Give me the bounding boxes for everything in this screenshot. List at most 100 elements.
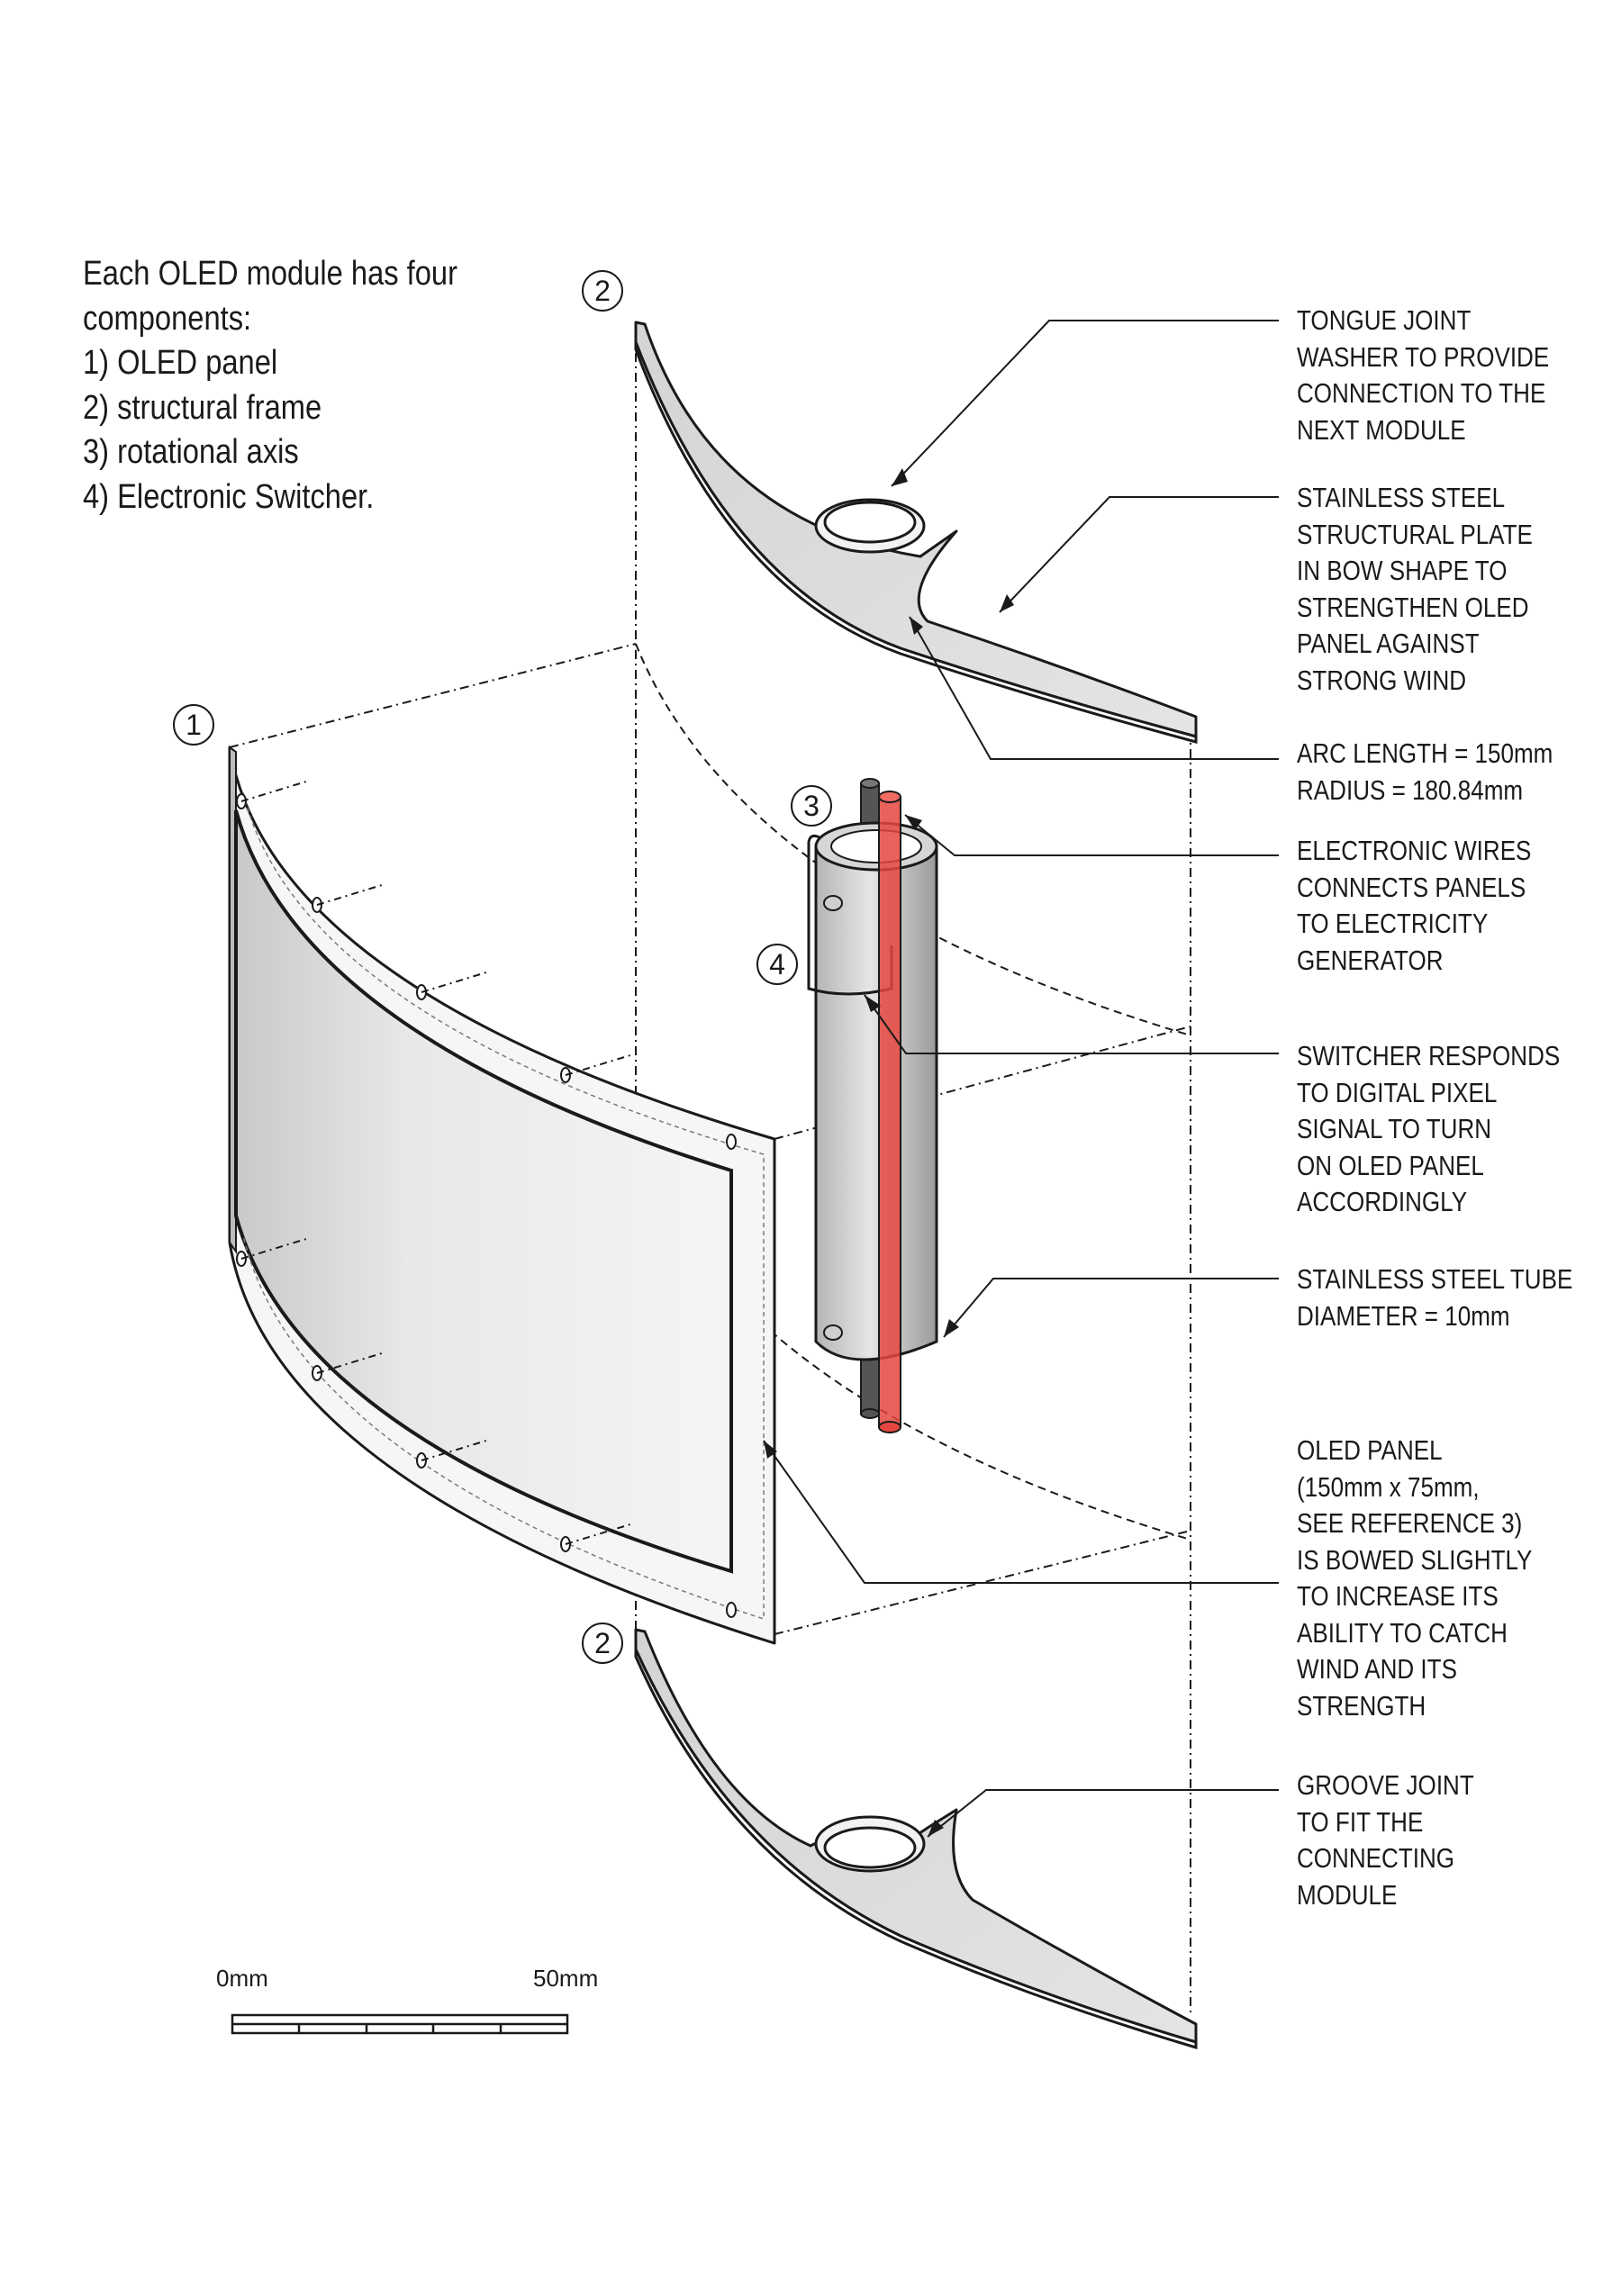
note-line: DIAMETER = 10mm (1297, 1299, 1510, 1332)
leader-arc-length (909, 616, 1279, 760)
fixing-hole (726, 1134, 737, 1150)
projection-tick (316, 1352, 383, 1374)
structural-frame-top (634, 321, 1198, 744)
intro-text: Each OLED module has four components: 1)… (83, 252, 485, 520)
tongue-washer-inner (823, 501, 917, 544)
arrowhead (892, 468, 908, 486)
oled-panel (228, 746, 776, 1645)
stainless-tube (814, 845, 938, 1361)
note-electronic-wires: ELECTRONIC WIRES CONNECTS PANELS TO ELEC… (1297, 833, 1615, 979)
note-line: ELECTRONIC WIRES (1297, 835, 1532, 866)
note-line: CONNECTING (1297, 1842, 1455, 1874)
leader-oled-panel (763, 1440, 1279, 1584)
note-line: ABILITY TO CATCH (1297, 1616, 1508, 1649)
plate-edge (634, 341, 1198, 744)
leader-tube (943, 1278, 1279, 1338)
note-line: SEE REFERENCE 3) (1297, 1507, 1523, 1539)
leader-arrowheads (764, 468, 1014, 1837)
tube-bolt (823, 1324, 843, 1341)
note-structural-plate: STAINLESS STEEL STRUCTURAL PLATE IN BOW … (1297, 480, 1615, 699)
note-line: TO FIT THE (1297, 1805, 1424, 1838)
note-line: TO ELECTRICITY (1297, 908, 1489, 939)
note-line: (150mm x 75mm, (1297, 1470, 1480, 1503)
leader-switcher (864, 994, 1279, 1054)
note-line: IS BOWED SLIGHTLY (1297, 1543, 1533, 1576)
marker-axis: 3 (791, 785, 832, 827)
marker-panel: 1 (173, 704, 214, 746)
arc-guide-lower (635, 1147, 1191, 1541)
note-line: STRENGTHEN OLED (1297, 591, 1529, 623)
projection-line-panel-mid (774, 1026, 1191, 1140)
note-line: STRONG WIND (1297, 664, 1467, 696)
intro-line: 1) OLED panel (83, 344, 278, 382)
projection-tick (316, 884, 383, 906)
note-line: TONGUE JOINT (1297, 304, 1472, 336)
projection-tick (565, 1054, 631, 1076)
note-line: GROOVE JOINT (1297, 1769, 1474, 1801)
wire-dark-end (860, 778, 880, 789)
intro-line: Each OLED module has four (83, 255, 457, 293)
arrowhead (1000, 594, 1014, 612)
note-line: CONNECTION TO THE (1297, 377, 1546, 409)
projection-tick (421, 1440, 487, 1461)
projection-line-panel-top (229, 643, 637, 748)
note-steel-tube: STAINLESS STEEL TUBE DIAMETER = 10mm (1297, 1261, 1615, 1334)
projection-tick (421, 972, 487, 993)
note-line: ARC LENGTH = 150mm (1297, 737, 1553, 769)
intro-line: 3) rotational axis (83, 433, 299, 471)
arrowhead (905, 815, 922, 830)
panel-fixing-line (242, 791, 765, 1621)
leader-structural-plate (999, 496, 1279, 613)
note-line: TO DIGITAL PIXEL (1297, 1076, 1498, 1108)
note-line: NEXT MODULE (1297, 413, 1466, 446)
fixing-holes (236, 793, 737, 1618)
switcher-sleeve-lip (807, 834, 820, 843)
intro-line: components: (83, 299, 252, 338)
note-tongue-joint: TONGUE JOINT WASHER TO PROVIDE CONNECTIO… (1297, 303, 1615, 448)
note-line: WIND AND ITS (1297, 1653, 1457, 1685)
marker-frame-top: 2 (582, 270, 623, 312)
note-line: MODULE (1297, 1878, 1398, 1911)
scale-bar (231, 2013, 569, 2035)
wire-red-end (878, 791, 901, 803)
note-oled-panel: OLED PANEL (150mm x 75mm, SEE REFERENCE … (1297, 1433, 1615, 1724)
arrowhead (928, 1820, 944, 1837)
projection-tick (240, 1238, 307, 1260)
note-line: OLED PANEL (1297, 1434, 1443, 1466)
projection-line-panel-bottom (774, 1530, 1191, 1635)
note-line: ON OLED PANEL (1297, 1149, 1484, 1181)
scale-start-label: 0mm (216, 1965, 268, 1992)
arrowhead (865, 995, 881, 1012)
panel-projection-ticks (240, 781, 631, 1545)
note-line: TO INCREASE ITS (1297, 1580, 1499, 1612)
wire-dark-bottom (860, 1408, 880, 1419)
arrowhead (944, 1319, 959, 1337)
note-line: ACCORDINGLY (1297, 1186, 1468, 1217)
note-switcher: SWITCHER RESPONDS TO DIGITAL PIXEL SIGNA… (1297, 1038, 1615, 1221)
marker-switcher: 4 (756, 944, 798, 985)
note-line: STAINLESS STEEL TUBE (1297, 1263, 1573, 1295)
arrowhead (764, 1441, 777, 1459)
note-line: IN BOW SHAPE TO (1297, 555, 1508, 586)
note-line: PANEL AGAINST (1297, 628, 1480, 659)
leader-electronic-wires (904, 814, 1279, 856)
note-line: STRUCTURAL PLATE (1297, 518, 1533, 550)
note-line: GENERATOR (1297, 944, 1444, 976)
leader-groove-joint (927, 1789, 1279, 1838)
oled-screen (234, 809, 733, 1574)
projection-tick (240, 781, 307, 802)
note-arc-length: ARC LENGTH = 150mm RADIUS = 180.84mm (1297, 736, 1615, 809)
structural-frame-bottom (634, 1628, 1198, 2050)
note-groove-joint: GROOVE JOINT TO FIT THE CONNECTING MODUL… (1297, 1767, 1615, 1913)
construction-lines (229, 333, 1191, 2017)
scale-end-label: 50mm (533, 1965, 599, 1992)
note-line: STRENGTH (1297, 1689, 1426, 1722)
intro-line: 4) Electronic Switcher. (83, 477, 375, 516)
leader-lines (763, 320, 1279, 1838)
groove-joint-inner (823, 1826, 917, 1869)
note-line: CONNECTS PANELS (1297, 871, 1526, 903)
fixing-hole (726, 1602, 737, 1618)
note-line: RADIUS = 180.84mm (1297, 773, 1524, 806)
